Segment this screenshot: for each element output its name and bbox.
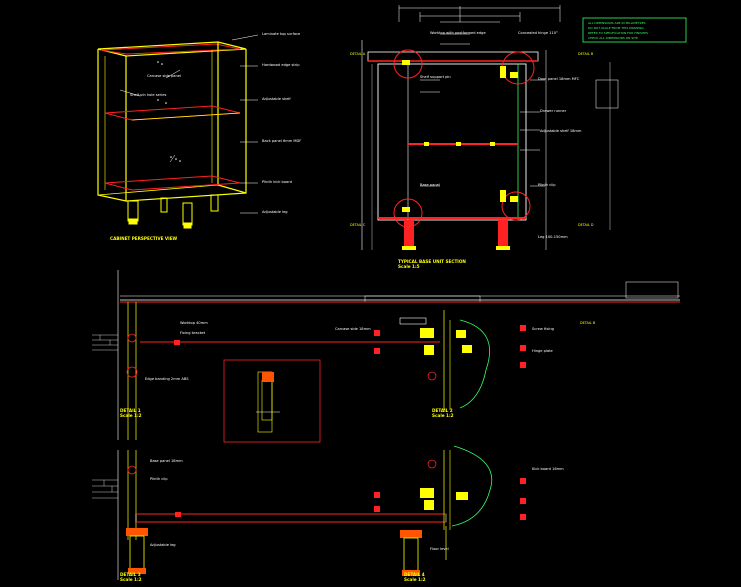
iso-shelf-pins [157,61,181,162]
iso-title: CABINET PERSPECTIVE VIEW [110,236,178,241]
tag-detail-c: DETAIL C [350,223,366,227]
front-callout-9: Leg 100-150mm [538,235,568,239]
iso-leaders [119,34,259,214]
mid-callout-6: Hinge plate [532,349,554,353]
tag-detail-d: DETAIL D [578,223,594,227]
legend-line-1: ALL DIMENSIONS ARE IN MILLIMETRES [588,21,646,25]
front-callout-circle-1 [393,49,423,79]
legend-frame [582,17,687,43]
tag-detail-b: DETAIL B [578,52,594,56]
legend-box: ALL DIMENSIONS ARE IN MILLIMETRES DO NOT… [582,17,687,43]
iso-callout-3: Carcase side panel [147,74,181,78]
legend-line-2: DO NOT SCALE FROM THIS DRAWING [588,26,644,30]
mid-left-circle-2 [127,333,137,343]
mid-callout-2: Fixing bracket [180,331,206,335]
iso-left-side [97,49,127,202]
iso-shelf-front [131,112,241,121]
mid-hinge-plate [399,317,427,325]
front-callout-6: Adjustable shelf 18mm [540,129,582,133]
mid-callout-3: Edge banding 2mm ABS [145,377,189,381]
bot-markers [175,478,526,520]
iso-callout-6: Back panel 6mm MDF [262,139,301,143]
front-hinges [402,60,518,212]
front-top-dimensions [398,5,561,23]
front-callout-3: Shelf support pin [420,75,451,79]
mid-callout-1: Worktop 40mm [180,321,208,325]
iso-callout-4: Shelf pin hole series [130,93,166,97]
inset-detail-frame [223,359,321,443]
front-callout-circle-4 [501,191,531,221]
bot-left-circle [127,465,137,475]
iso-top-edge [100,43,241,55]
bot-brick [92,479,118,499]
mid-hinge-blocks [420,328,472,355]
bot-legs [126,528,422,576]
bot-callout-2: Plinth clip [150,477,168,481]
mid-callout-4: Carcase side 18mm [335,327,371,331]
legend-line-4: CHECK ALL DIMENSIONS ON SITE [588,36,638,40]
front-callout-8: Plinth clip [538,183,556,187]
bot-screw-circle [427,459,437,469]
detail-2-scale: Scale 1:2 [432,413,454,418]
inset-detail-fill [262,372,274,382]
iso-right-side [217,42,247,194]
middle-detail-row: Worktop 40mm Fixing bracket Edge banding… [92,270,680,443]
tag-detail-a: DETAIL A [350,52,366,56]
iso-callout-8: Adjustable leg [262,210,288,214]
front-section-view: DETAIL A DETAIL B DETAIL C DETAIL D Work… [350,5,619,269]
mid-markers [174,325,526,368]
front-callout-1: Worktop with postformed edge [430,31,486,35]
iso-bottom-back [97,184,219,196]
detail-2-title: DETAIL 2 [432,408,453,413]
front-shelf-pins [424,142,495,146]
front-side-panel-detail [595,79,619,109]
front-callout-4: Door panel 18mm MFC [538,77,580,81]
detail-4-title: DETAIL 4 [404,572,425,577]
front-callout-7: Base panel [420,183,440,187]
bot-door-swing [451,445,493,527]
detail-3-title: DETAIL 3 [120,572,141,577]
bottom-detail-row: Base panel 18mm Plinth clip Adjustable l… [92,445,564,582]
iso-callout-5: Adjustable shelf [262,97,291,101]
legend-line-3: REFER TO SPECIFICATION FOR FINISHES [588,31,648,35]
mid-screw-circle [427,371,437,381]
front-title: TYPICAL BASE UNIT SECTION [398,259,466,264]
detail-3-scale: Scale 1:2 [120,577,142,582]
mid-brick [92,334,118,351]
front-scale: Scale 1:5 [398,264,420,269]
detail-1-title: DETAIL 1 [120,408,141,413]
bot-callout-1: Base panel 18mm [150,459,183,463]
bot-callout-5: Floor level [430,547,449,551]
front-legs [402,220,510,250]
detail-4-scale: Scale 1:2 [404,577,426,582]
iso-callout-2: Hardwood edge strip [262,63,300,67]
front-leaders [420,33,545,187]
mid-tag: DETAIL B [580,321,596,325]
bot-hinge-blocks [420,488,468,510]
mid-door-swing [459,319,490,409]
bot-callout-4: Kick board 16mm [532,467,564,471]
bot-callout-3: Adjustable leg [150,543,176,547]
front-carcase [377,63,527,221]
mid-right-end [625,281,679,299]
front-callout-2: Concealed hinge 110° [518,31,558,35]
mid-left-circle [126,366,138,378]
iso-callout-1: Laminate top surface [262,32,301,36]
iso-bottom-front [125,192,247,202]
isometric-view: Laminate top surface Hardwood edge strip… [97,32,301,241]
iso-callout-7: Plinth kick board [262,180,292,184]
mid-callout-5: Screw fixing [532,327,554,331]
iso-legs [127,194,219,229]
front-callout-5: Drawer runner [540,109,567,113]
detail-1-scale: Scale 1:2 [120,413,142,418]
